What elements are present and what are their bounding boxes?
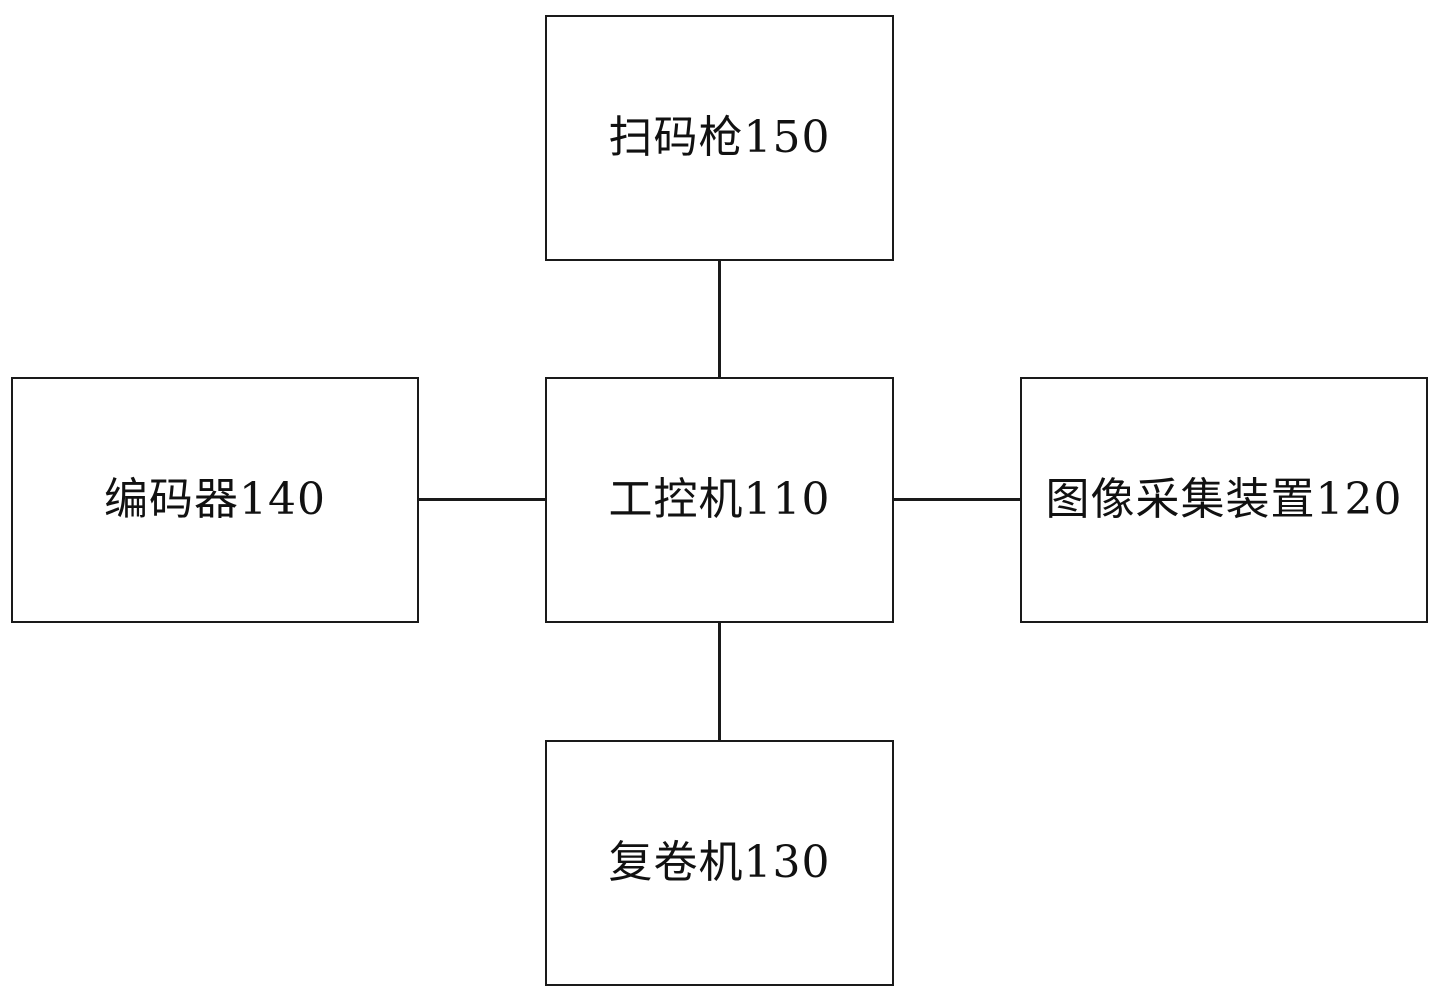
- node-ipc: 工控机110: [545, 377, 894, 623]
- node-rewinder-label: 复卷机130: [608, 837, 831, 888]
- node-scanner: 扫码枪150: [545, 15, 894, 261]
- edge-ipc-encoder: [417, 498, 547, 501]
- node-scanner-label: 扫码枪150: [608, 112, 831, 163]
- node-rewinder: 复卷机130: [545, 740, 894, 986]
- edge-ipc-rewinder: [718, 621, 721, 742]
- node-image-capture: 图像采集装置120: [1020, 377, 1428, 623]
- node-encoder-label: 编码器140: [104, 474, 326, 525]
- edge-ipc-scanner: [718, 259, 721, 379]
- node-image-capture-label: 图像采集装置120: [1045, 474, 1403, 525]
- node-encoder: 编码器140: [11, 377, 419, 623]
- edge-ipc-image-capture: [892, 498, 1022, 501]
- node-ipc-label: 工控机110: [608, 474, 831, 525]
